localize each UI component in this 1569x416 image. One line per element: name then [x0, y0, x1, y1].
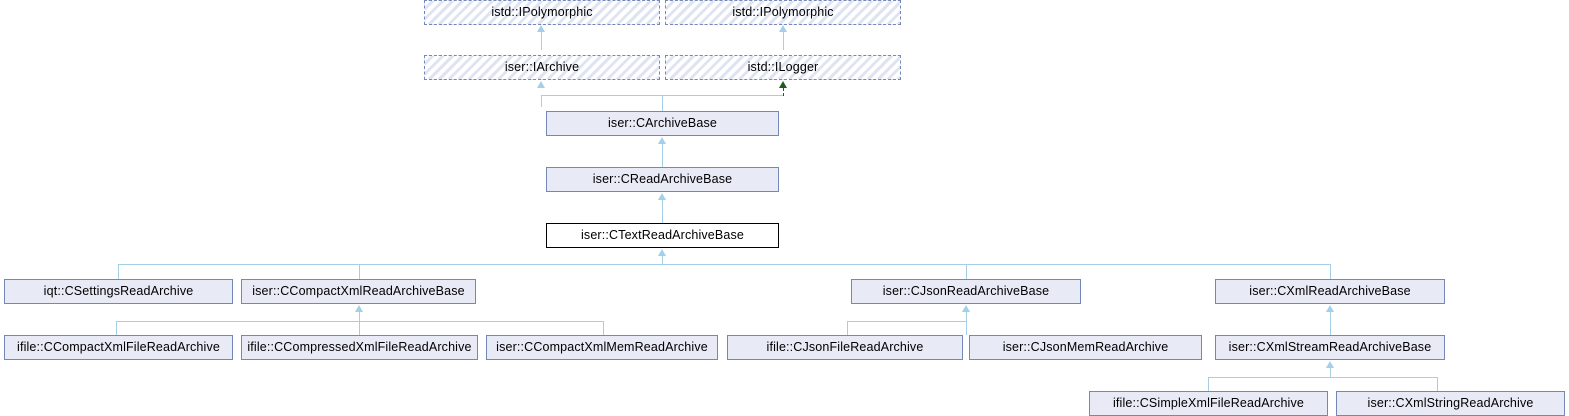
class-node-iser-cxmlstreamreadarchivebase[interactable]: iser::CXmlStreamReadArchiveBase [1215, 335, 1445, 360]
edge-xmlstream-bus [1208, 377, 1437, 378]
class-node-iser-cjsonreadarchivebase[interactable]: iser::CJsonReadArchiveBase [851, 279, 1081, 304]
edge-carchivebase-to-ilogger-usage [783, 88, 784, 96]
arrowhead-row4-to-ctextreadarchivebase [658, 249, 666, 256]
class-node-label: ifile::CCompactXmlFileReadArchive [17, 340, 220, 354]
class-node-label: iser::CXmlStreamReadArchiveBase [1228, 340, 1432, 354]
class-node-istd-ipolymorphic-2[interactable]: istd::IPolymorphic [665, 0, 901, 25]
arrowhead-json-children [962, 305, 970, 312]
arrowhead-creadarchivebase-to-carchivebase [658, 137, 666, 144]
class-node-iser-ctextreadarchivebase[interactable]: iser::CTextReadArchiveBase [546, 223, 779, 248]
edge-carchivebase-riser-left [541, 95, 542, 107]
edge-iarchive-to-ipolymorphic [541, 32, 542, 50]
edge-row4-bus [118, 264, 1331, 265]
class-node-label: ifile::CSimpleXmlFileReadArchive [1113, 396, 1304, 410]
edge-xmlstream-to-xmlbase [1330, 312, 1331, 335]
class-node-iser-ccompactxmlmemreadarchive[interactable]: iser::CCompactXmlMemReadArchive [486, 335, 718, 360]
class-node-iser-ccompactxmlreadarchivebase[interactable]: iser::CCompactXmlReadArchiveBase [241, 279, 476, 304]
edge-carchivebase-stem [662, 95, 663, 111]
class-node-label: iser::CTextReadArchiveBase [581, 228, 744, 242]
class-node-iser-cxmlreadarchivebase[interactable]: iser::CXmlReadArchiveBase [1215, 279, 1445, 304]
class-node-ifile-ccompressedxmlfilereadarchive[interactable]: ifile::CCompressedXmlFileReadArchive [241, 335, 478, 360]
arrowhead-compactxml-children [355, 305, 363, 312]
class-node-label: iser::CCompactXmlMemReadArchive [496, 340, 708, 354]
class-node-label: ifile::CCompressedXmlFileReadArchive [247, 340, 472, 354]
class-node-iser-cjsonmemreadarchive[interactable]: iser::CJsonMemReadArchive [969, 335, 1202, 360]
edge-row4-drop-xml [1330, 264, 1331, 279]
class-node-label: iser::CJsonMemReadArchive [1002, 340, 1169, 354]
class-node-label: istd::IPolymorphic [491, 5, 593, 19]
class-node-ifile-csimplexmlfilereadarchive[interactable]: ifile::CSimpleXmlFileReadArchive [1089, 391, 1328, 416]
arrowhead-ctextreadarchivebase-to-creadarchivebase [658, 193, 666, 200]
edge-json-drop-mem [966, 321, 967, 335]
arrowhead-xmlstream-to-xmlbase [1326, 305, 1334, 312]
class-node-label: iser::CXmlStringReadArchive [1367, 396, 1534, 410]
edge-json-drop-file [847, 321, 848, 335]
edge-row4-drop-compactxml [359, 264, 360, 279]
class-node-iser-carchivebase[interactable]: iser::CArchiveBase [546, 111, 779, 136]
edge-compactxml-drop-file [116, 321, 117, 335]
class-node-label: ifile::CJsonFileReadArchive [766, 340, 924, 354]
edge-compactxml-bus [116, 321, 604, 322]
edge-json-bus [847, 321, 967, 322]
edge-compactxml-drop-mem [603, 321, 604, 335]
class-node-label: iser::CCompactXmlReadArchiveBase [252, 284, 465, 298]
edge-json-stem [966, 312, 967, 321]
edge-ilogger-to-ipolymorphic [783, 32, 784, 50]
class-node-ifile-cjsonfilereadarchive[interactable]: ifile::CJsonFileReadArchive [727, 335, 963, 360]
class-node-istd-ipolymorphic-1[interactable]: istd::IPolymorphic [424, 0, 660, 25]
edge-ctextreadarchivebase-to-creadarchivebase [662, 199, 663, 223]
edge-creadarchivebase-to-carchivebase [662, 143, 663, 167]
edge-xmlstream-drop-string [1437, 377, 1438, 391]
class-node-label: iser::CJsonReadArchiveBase [882, 284, 1050, 298]
class-node-iser-creadarchivebase[interactable]: iser::CReadArchiveBase [546, 167, 779, 192]
edge-compactxml-drop-compressed [359, 321, 360, 335]
class-node-ifile-ccompactxmlfilereadarchive[interactable]: ifile::CCompactXmlFileReadArchive [4, 335, 233, 360]
class-node-label: istd::IPolymorphic [732, 5, 834, 19]
edge-row4-drop-json [966, 264, 967, 279]
edge-row4-stem [662, 256, 663, 264]
class-node-iser-iarchive[interactable]: iser::IArchive [424, 55, 660, 80]
class-node-label: iser::CArchiveBase [608, 116, 717, 130]
class-node-label: iqt::CSettingsReadArchive [43, 284, 194, 298]
class-node-label: iser::CXmlReadArchiveBase [1249, 284, 1411, 298]
class-node-label: iser::IArchive [504, 60, 580, 74]
edge-compactxml-stem [359, 312, 360, 321]
class-node-iser-cxmlstringreadarchive[interactable]: iser::CXmlStringReadArchive [1336, 391, 1565, 416]
edge-row4-drop-settings [118, 264, 119, 279]
edge-xmlstream-drop-simple [1208, 377, 1209, 391]
class-node-label: iser::CReadArchiveBase [592, 172, 733, 186]
class-node-istd-ilogger[interactable]: istd::ILogger [665, 55, 901, 80]
edge-xmlstream-stem [1330, 368, 1331, 377]
class-node-iqt-csettingsreadarchive[interactable]: iqt::CSettingsReadArchive [4, 279, 233, 304]
arrowhead-xmlstream-children [1326, 361, 1334, 368]
arrowhead-iarchive-to-ipolymorphic [537, 25, 545, 32]
arrowhead-carchivebase-to-iarchive [537, 81, 545, 88]
arrowhead-carchivebase-to-ilogger [779, 81, 787, 88]
arrowhead-ilogger-to-ipolymorphic [779, 25, 787, 32]
class-node-label: istd::ILogger [747, 60, 819, 74]
